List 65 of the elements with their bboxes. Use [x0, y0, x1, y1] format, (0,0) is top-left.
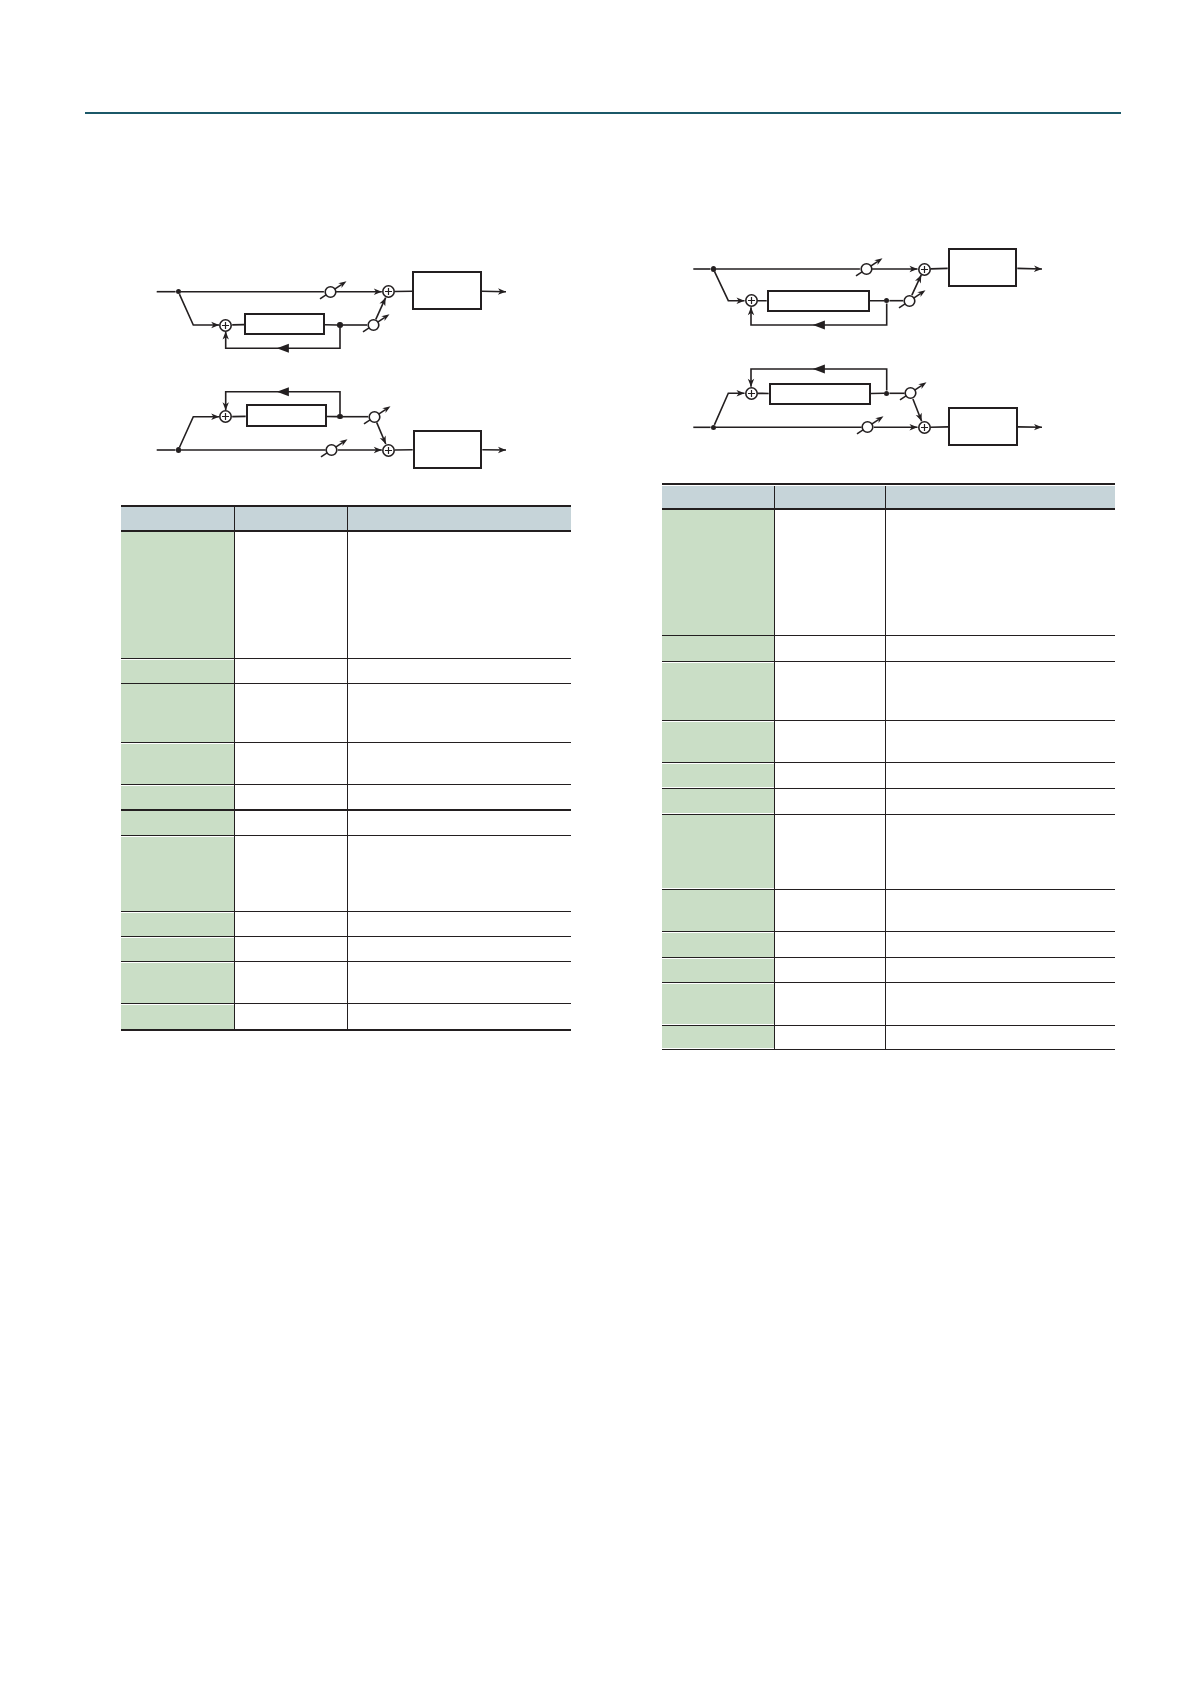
junction-dot [884, 298, 890, 304]
connector-line [155, 290, 177, 293]
process-block [768, 382, 871, 405]
connector-line [180, 449, 327, 451]
connector-line [341, 415, 369, 418]
connector-line [929, 426, 950, 428]
summing-junction [219, 318, 233, 332]
connector-line [394, 449, 414, 451]
connector-line [341, 324, 368, 326]
summing-junction [917, 262, 931, 276]
connector-line [180, 290, 325, 293]
connector-line [888, 299, 904, 302]
summing-junction [744, 294, 758, 308]
junction-dot [337, 414, 343, 420]
process-block [412, 271, 482, 310]
arrow [481, 288, 507, 295]
summing-junction [744, 386, 758, 400]
level-knob [897, 288, 927, 309]
level-knob [320, 438, 349, 458]
junction-dot [337, 322, 343, 328]
arrow [335, 288, 383, 295]
summing-junction [917, 420, 931, 434]
connector-line [692, 426, 712, 429]
junction-dot [710, 424, 716, 430]
process-block [412, 430, 483, 469]
arrow [1016, 265, 1043, 272]
level-knob [854, 257, 883, 277]
process-block [244, 312, 325, 335]
process-block [948, 406, 1018, 446]
connector-line [692, 268, 712, 270]
arrow [713, 390, 746, 426]
junction-dot [175, 289, 181, 295]
level-knob [856, 415, 885, 436]
level-knob [361, 313, 391, 333]
connector-line [715, 268, 861, 270]
arrow [1016, 423, 1043, 431]
process-block [766, 290, 870, 312]
arrow [871, 265, 919, 273]
process-block [245, 404, 327, 428]
arrow [873, 424, 919, 431]
arrow [912, 398, 923, 423]
junction-dot [710, 266, 716, 272]
level-knob [899, 381, 928, 402]
connector-line [756, 299, 768, 302]
connector-line [155, 449, 177, 451]
arrow [375, 421, 387, 445]
summing-junction [219, 410, 233, 424]
arrow [178, 413, 220, 449]
arrow [911, 274, 923, 296]
level-knob [362, 404, 392, 425]
connector-line [324, 323, 339, 326]
arrow [337, 446, 383, 454]
arrow [481, 446, 507, 454]
junction-dot [884, 390, 890, 396]
connector-line [231, 323, 246, 326]
connector-line [715, 426, 863, 429]
process-block [947, 248, 1018, 287]
level-knob [318, 279, 347, 300]
arrow [713, 270, 746, 304]
junction-dot [175, 447, 181, 453]
summing-junction [381, 443, 395, 457]
arrow [375, 296, 387, 321]
connector-line [869, 299, 885, 302]
summing-junction [381, 285, 395, 299]
arrow [178, 293, 220, 329]
